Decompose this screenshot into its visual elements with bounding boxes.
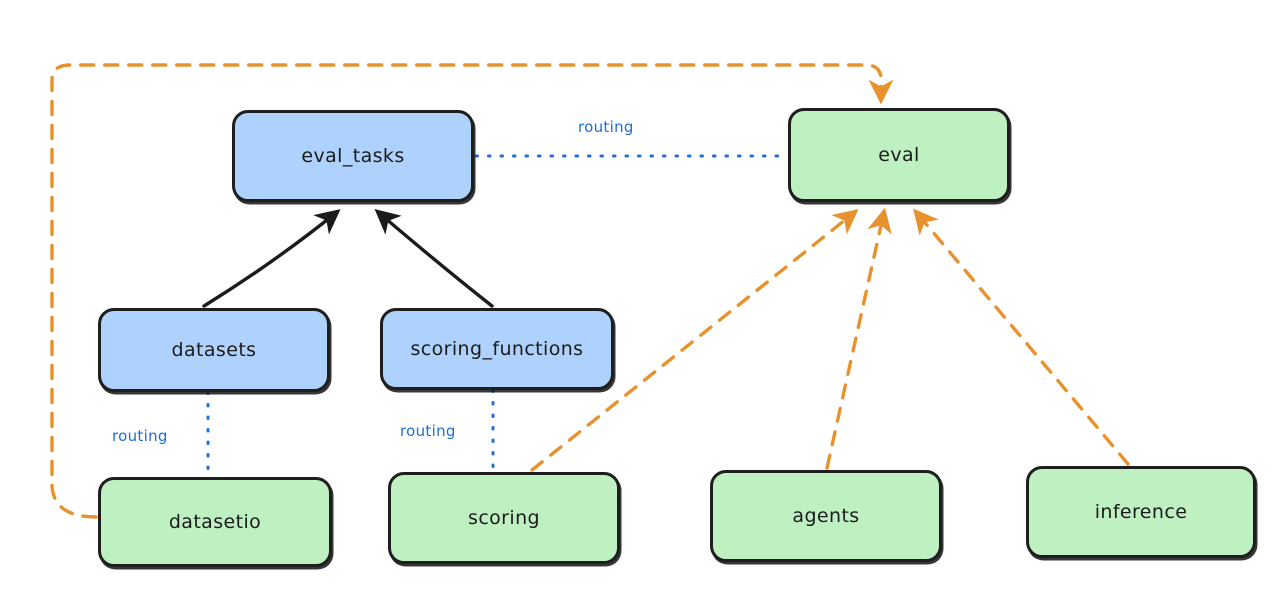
node-label-scoring: scoring: [468, 507, 540, 529]
edge-label-routing-datasets-datasetio: routing: [112, 427, 168, 445]
node-label-agents: agents: [792, 505, 860, 527]
node-label-datasetio: datasetio: [168, 511, 262, 533]
edge-datasetio-to-eval: [50, 63, 894, 519]
node-label-eval: eval: [878, 144, 920, 166]
edge-label-routing-scoring-functions-scoring: routing: [400, 422, 456, 440]
edge-scoring-functions-to-eval-tasks: [374, 209, 494, 308]
node-inference[interactable]: inference: [1026, 466, 1256, 558]
node-eval-tasks[interactable]: eval_tasks: [232, 110, 474, 202]
node-scoring-functions[interactable]: scoring_functions: [380, 308, 614, 390]
node-datasets[interactable]: datasets: [98, 308, 330, 392]
node-eval[interactable]: eval: [788, 108, 1010, 202]
node-label-eval-tasks: eval_tasks: [301, 145, 405, 167]
node-label-scoring-functions: scoring_functions: [410, 338, 584, 360]
edge-agents-to-eval: [825, 207, 892, 470]
node-label-inference: inference: [1094, 501, 1188, 523]
edge-scoring-to-eval: [530, 209, 859, 472]
edge-label-routing-eval-tasks-eval: routing: [578, 118, 634, 136]
node-datasetio[interactable]: datasetio: [98, 477, 332, 567]
node-scoring[interactable]: scoring: [388, 472, 620, 564]
node-agents[interactable]: agents: [710, 470, 942, 562]
edge-inference-to-eval: [913, 208, 1130, 466]
node-label-datasets: datasets: [171, 339, 257, 361]
edge-datasets-to-eval-tasks: [202, 209, 341, 308]
